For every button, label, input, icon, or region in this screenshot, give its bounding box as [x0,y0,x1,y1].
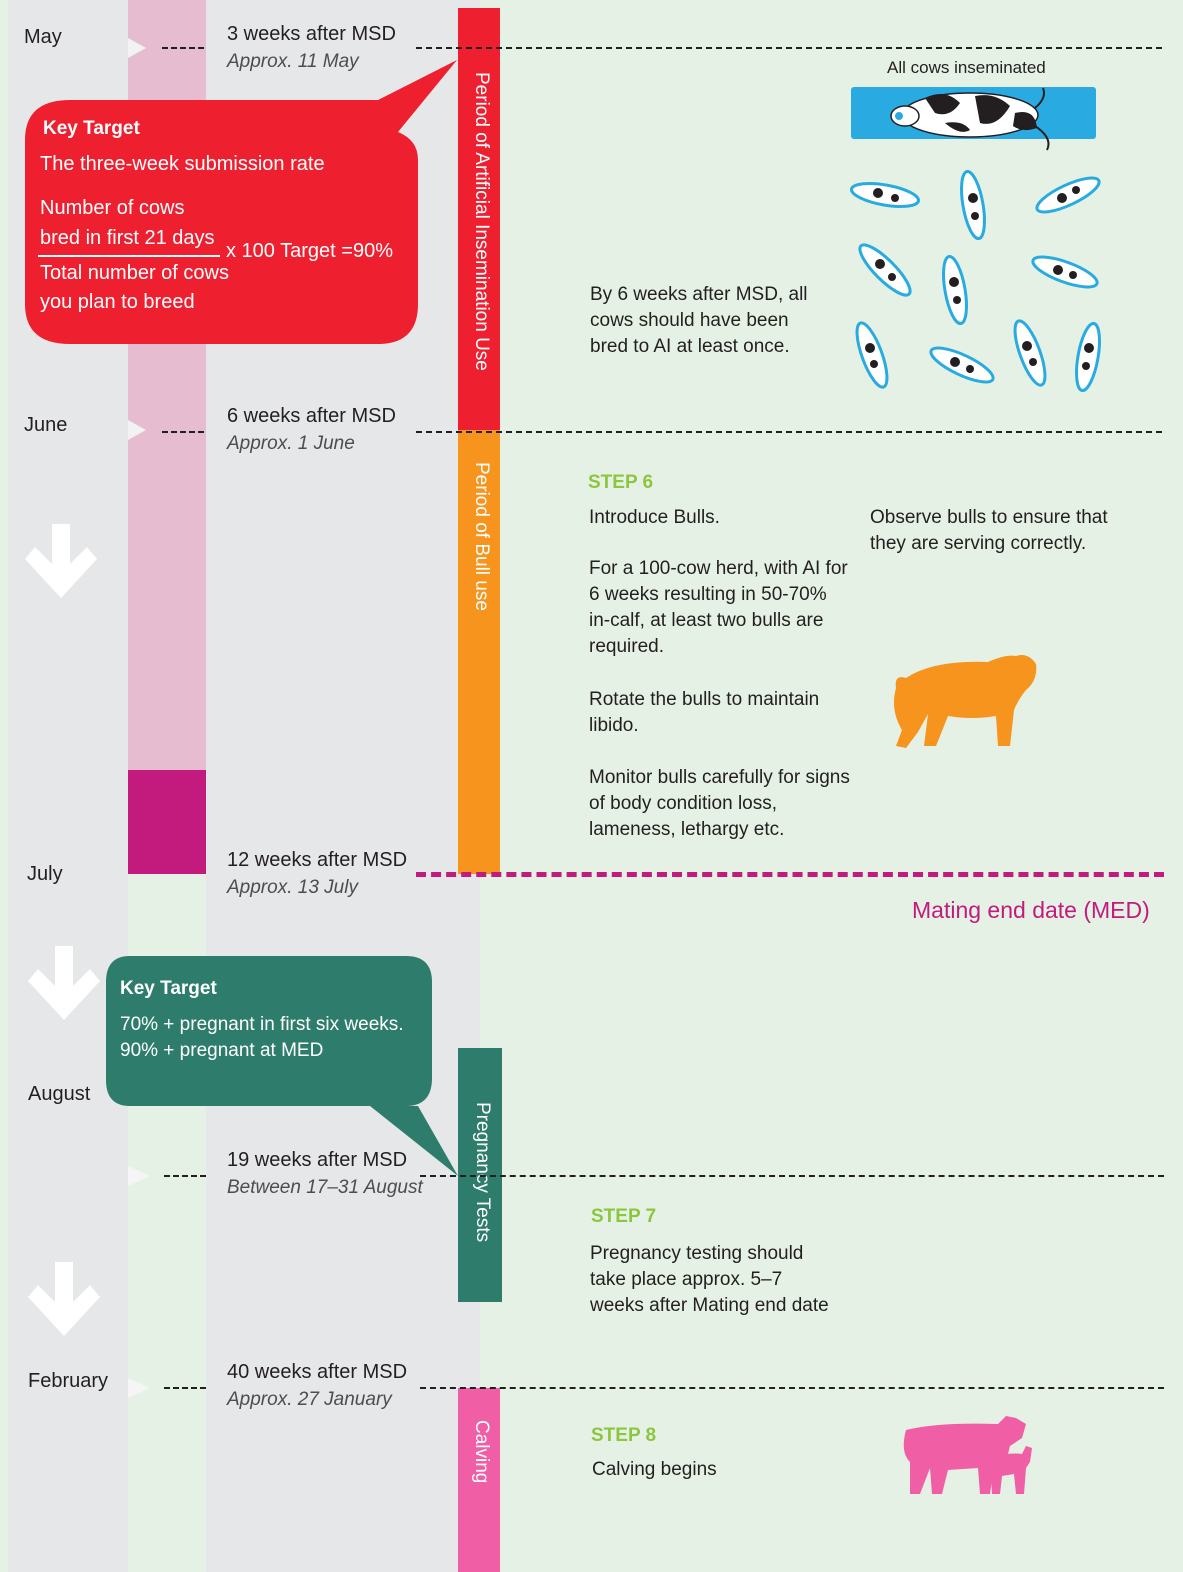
dash-feb-left [164,1387,206,1389]
milestone-weeks: 12 weeks after MSD [227,849,408,871]
med-label: Mating end date (MED) [912,897,1150,923]
milestone-weeks: 6 weeks after MSD [227,405,396,427]
ai-period-label: Period of Artificial Insemination Use [471,72,492,371]
formula-multiplier: x 100 Target =90% [226,240,393,262]
timeline-notches [128,38,150,1398]
step6-paragraph: Introduce Bulls. [589,507,720,528]
month-july: July [27,863,63,885]
timeline-magenta-bar [128,770,206,874]
calving-period-label: Calving [471,1420,492,1484]
key-target-2-line: 90% + pregnant at MED [120,1040,324,1061]
key-target-heading: Key Target [43,118,140,139]
milestone-approx: Approx. 27 January [227,1389,392,1410]
key-target-subtitle: The three-week submission rate [40,153,325,175]
pregnancy-period-label: Pregnancy Tests [472,1102,493,1243]
month-june: June [24,414,68,436]
month-august: August [28,1083,91,1105]
step6-paragraph: Monitor bulls carefully for signs of bod… [589,767,850,840]
ai-note: By 6 weeks after MSD, all cows should ha… [590,284,808,357]
formula-numerator: Number of cows [40,197,185,219]
dash-august-left [164,1175,206,1177]
dash-june-left [162,431,204,433]
bull-period-label: Period of Bull use [471,462,492,611]
step6-side-note: Observe bulls to ensure that they are se… [870,507,1108,554]
formula-denominator: you plan to breed [40,291,195,313]
cow-and-calf-icon [903,1416,1032,1494]
milestone-weeks: 40 weeks after MSD [227,1361,408,1383]
ai-period-bar [458,8,500,430]
down-arrow-icon [28,1262,100,1336]
milestone-weeks: 19 weeks after MSD [227,1149,408,1171]
bull-period-bar [458,430,500,874]
step6-paragraph: Rotate the bulls to maintain libido. [589,689,820,736]
cow-herd-icon [849,169,1101,393]
bull-icon [894,655,1037,748]
month-may: May [24,26,62,48]
step6-paragraph: For a 100-cow herd, with AI for 6 weeks … [589,558,848,657]
milestone-approx: Between 17–31 August [227,1177,423,1198]
milestone-approx: Approx. 13 July [227,877,358,898]
down-arrow-icon [28,946,100,1020]
key-target-bubble-shape [25,60,457,344]
milestone-weeks: 3 weeks after MSD [227,23,396,45]
step6-label: STEP 6 [588,472,654,493]
dash-august-right [420,1175,1164,1177]
step8-text: Calving begins [592,1459,717,1480]
dash-june-right [416,431,1162,433]
key-target-2-line: 70% + pregnant in first six weeks. [120,1014,404,1035]
month-february: February [28,1370,109,1392]
formula-numerator: bred in first 21 days [40,227,215,249]
dash-may-right [416,47,1162,49]
step8-label: STEP 8 [591,1425,657,1446]
key-target-2-heading: Key Target [120,978,217,999]
step7-label: STEP 7 [591,1206,657,1227]
formula-denominator: Total number of cows [40,262,229,284]
down-arrow-icon [25,524,97,598]
all-inseminated-label: All cows inseminated [887,58,1046,77]
calving-period-bar [458,1388,500,1572]
step7-text: Pregnancy testing should take place appr… [590,1243,829,1316]
milestone-approx: Approx. 1 June [227,433,355,454]
dash-feb-right [420,1387,1164,1389]
milestone-approx: Approx. 11 May [227,51,359,72]
dash-may-left [162,47,204,49]
cow-topview-icon [890,87,1050,151]
key-target-2-bubble-shape [106,956,458,1176]
med-dash-line [416,872,1164,877]
formula-fraction-line [38,255,220,257]
